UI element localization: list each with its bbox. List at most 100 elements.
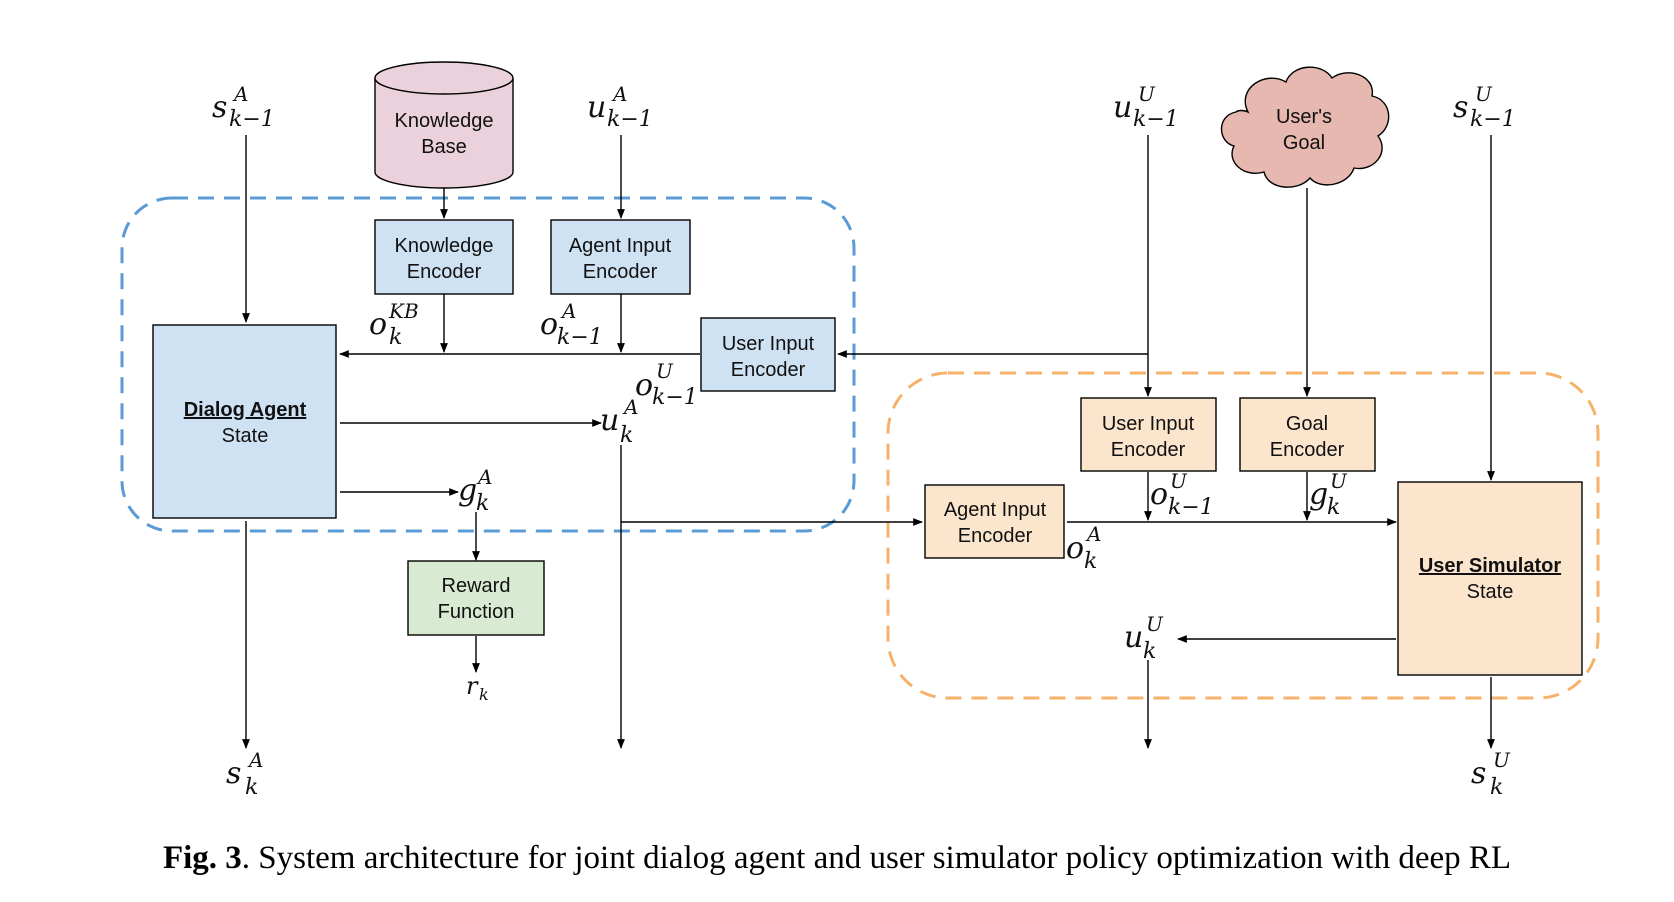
- label-sup: A: [560, 299, 576, 323]
- label-sub: k: [620, 423, 633, 448]
- label-sub: k: [389, 325, 402, 350]
- dialog-agent-subtitle: State: [222, 425, 269, 447]
- agent-side-user-input-encoder-box: User Input Encoder: [700, 317, 836, 392]
- label-base: u: [1113, 90, 1132, 125]
- label-s-agent-k: s A k: [226, 748, 263, 800]
- label-base: r: [466, 672, 479, 700]
- label-g-agent-k: g A k: [458, 465, 492, 516]
- knowledge-base-label-line2: Base: [421, 136, 467, 158]
- label-base: u: [600, 403, 619, 438]
- sim-side-user-input-encoder-label-line1: User Input: [1102, 413, 1195, 435]
- label-base: u: [587, 90, 606, 125]
- label-u-user-k: u U k: [1124, 612, 1164, 664]
- label-u-k-minus-1-agent: u A k−1: [587, 82, 653, 132]
- sim-side-agent-input-encoder-label-line2: Encoder: [958, 525, 1033, 547]
- dialog-agent-state-box: Dialog Agent State: [152, 324, 337, 519]
- label-sup: U: [1138, 82, 1156, 106]
- users-goal-cloud: User's Goal: [1220, 66, 1390, 188]
- label-sub: k: [1327, 495, 1340, 520]
- architecture-diagram: Knowledge Base Knowledge Encoder Agent I…: [120, 61, 1600, 800]
- label-sup: U: [1146, 612, 1164, 636]
- label-o-agent-k-minus-1: o A k−1: [540, 299, 603, 350]
- users-goal-label-line2: Goal: [1283, 132, 1325, 154]
- sim-side-agent-input-encoder-label-line1: Agent Input: [944, 499, 1047, 521]
- figure-caption-text: . System architecture for joint dialog a…: [241, 840, 1512, 876]
- goal-encoder-label-line1: Goal: [1286, 413, 1328, 435]
- knowledge-base-label-line1: Knowledge: [395, 110, 494, 132]
- reward-function-label-line2: Function: [438, 601, 515, 623]
- label-base: s: [212, 90, 227, 125]
- label-base: s: [226, 756, 241, 791]
- label-base: o: [1066, 531, 1084, 566]
- label-sup: A: [622, 395, 638, 419]
- knowledge-encoder-label-line2: Encoder: [407, 261, 482, 283]
- label-s-user-k: s U k: [1471, 748, 1511, 800]
- dialog-agent-region: [120, 196, 856, 533]
- label-sup: U: [656, 359, 674, 383]
- label-r-k: r k: [466, 672, 489, 704]
- agent-input-encoder-box: Agent Input Encoder: [550, 219, 691, 295]
- connections: [242, 135, 1495, 749]
- agent-side-user-input-encoder-label-line2: Encoder: [731, 359, 806, 381]
- label-sub: k−1: [1168, 495, 1214, 520]
- label-sub: k: [1490, 775, 1503, 800]
- label-base: g: [458, 473, 477, 508]
- user-simulator-subtitle: State: [1467, 581, 1514, 603]
- figure-caption-prefix: Fig. 3: [162, 840, 242, 876]
- label-sup: U: [1475, 82, 1493, 106]
- agent-input-encoder-label-line2: Encoder: [583, 261, 658, 283]
- label-sup: A: [476, 465, 492, 489]
- label-base: u: [1124, 620, 1143, 655]
- user-simulator-region: [886, 371, 1600, 700]
- label-sup: U: [1170, 469, 1188, 493]
- label-sub: k−1: [1470, 107, 1516, 132]
- label-s-k-minus-1-agent: s A k−1: [212, 82, 275, 132]
- label-sup: U: [1330, 469, 1348, 493]
- label-sub: k: [1143, 639, 1156, 664]
- label-sup: A: [232, 82, 248, 106]
- label-sub: k: [476, 491, 489, 516]
- label-u-agent-k: u A k: [600, 395, 638, 448]
- knowledge-encoder-label-line1: Knowledge: [395, 235, 494, 257]
- label-base: o: [369, 307, 387, 342]
- label-o-user-k-minus-1-sim-side: o U k−1: [1150, 469, 1214, 520]
- label-sub: k: [479, 685, 489, 704]
- label-o-kb: o KB k: [369, 299, 419, 350]
- label-sub: k: [245, 775, 258, 800]
- label-sub: k−1: [652, 385, 698, 410]
- figure-caption: Fig. 3. System architecture for joint di…: [0, 840, 1674, 877]
- label-base: s: [1453, 90, 1468, 125]
- label-o-agent-k-sim-side: o A k: [1066, 522, 1101, 574]
- label-g-user-k: g U k: [1309, 469, 1348, 520]
- user-simulator-state-box: User Simulator State: [1397, 481, 1583, 676]
- knowledge-base-cylinder: Knowledge Base: [374, 61, 514, 189]
- label-sub: k−1: [1133, 107, 1179, 132]
- agent-side-user-input-encoder-label-line1: User Input: [722, 333, 815, 355]
- label-base: o: [635, 368, 653, 403]
- label-sub: k−1: [557, 325, 603, 350]
- knowledge-encoder-box: Knowledge Encoder: [374, 219, 514, 295]
- label-u-k-minus-1-user: u U k−1: [1113, 82, 1179, 132]
- label-sup: U: [1493, 748, 1511, 772]
- label-base: g: [1309, 477, 1328, 512]
- label-sup: KB: [388, 299, 419, 323]
- users-goal-label-line1: User's: [1276, 106, 1332, 128]
- label-o-user-k-minus-1-agent-side: o U k−1: [635, 359, 698, 410]
- label-base: o: [1150, 477, 1168, 512]
- label-sup: A: [1085, 522, 1101, 546]
- label-s-k-minus-1-user: s U k−1: [1453, 82, 1516, 132]
- reward-function-label-line1: Reward: [442, 575, 511, 597]
- agent-input-encoder-label-line1: Agent Input: [569, 235, 672, 257]
- label-sub: k: [1084, 549, 1097, 574]
- goal-encoder-box: Goal Encoder: [1239, 397, 1376, 472]
- label-base: s: [1471, 756, 1486, 791]
- label-sup: A: [247, 748, 263, 772]
- reward-function-box: Reward Function: [407, 560, 545, 636]
- label-sup: A: [611, 82, 627, 106]
- user-simulator-title: User Simulator: [1419, 555, 1561, 577]
- dialog-agent-title: Dialog Agent: [184, 399, 307, 421]
- label-base: o: [540, 307, 558, 342]
- label-sub: k−1: [229, 107, 275, 132]
- label-sub: k−1: [607, 107, 653, 132]
- sim-side-agent-input-encoder-box: Agent Input Encoder: [924, 484, 1065, 559]
